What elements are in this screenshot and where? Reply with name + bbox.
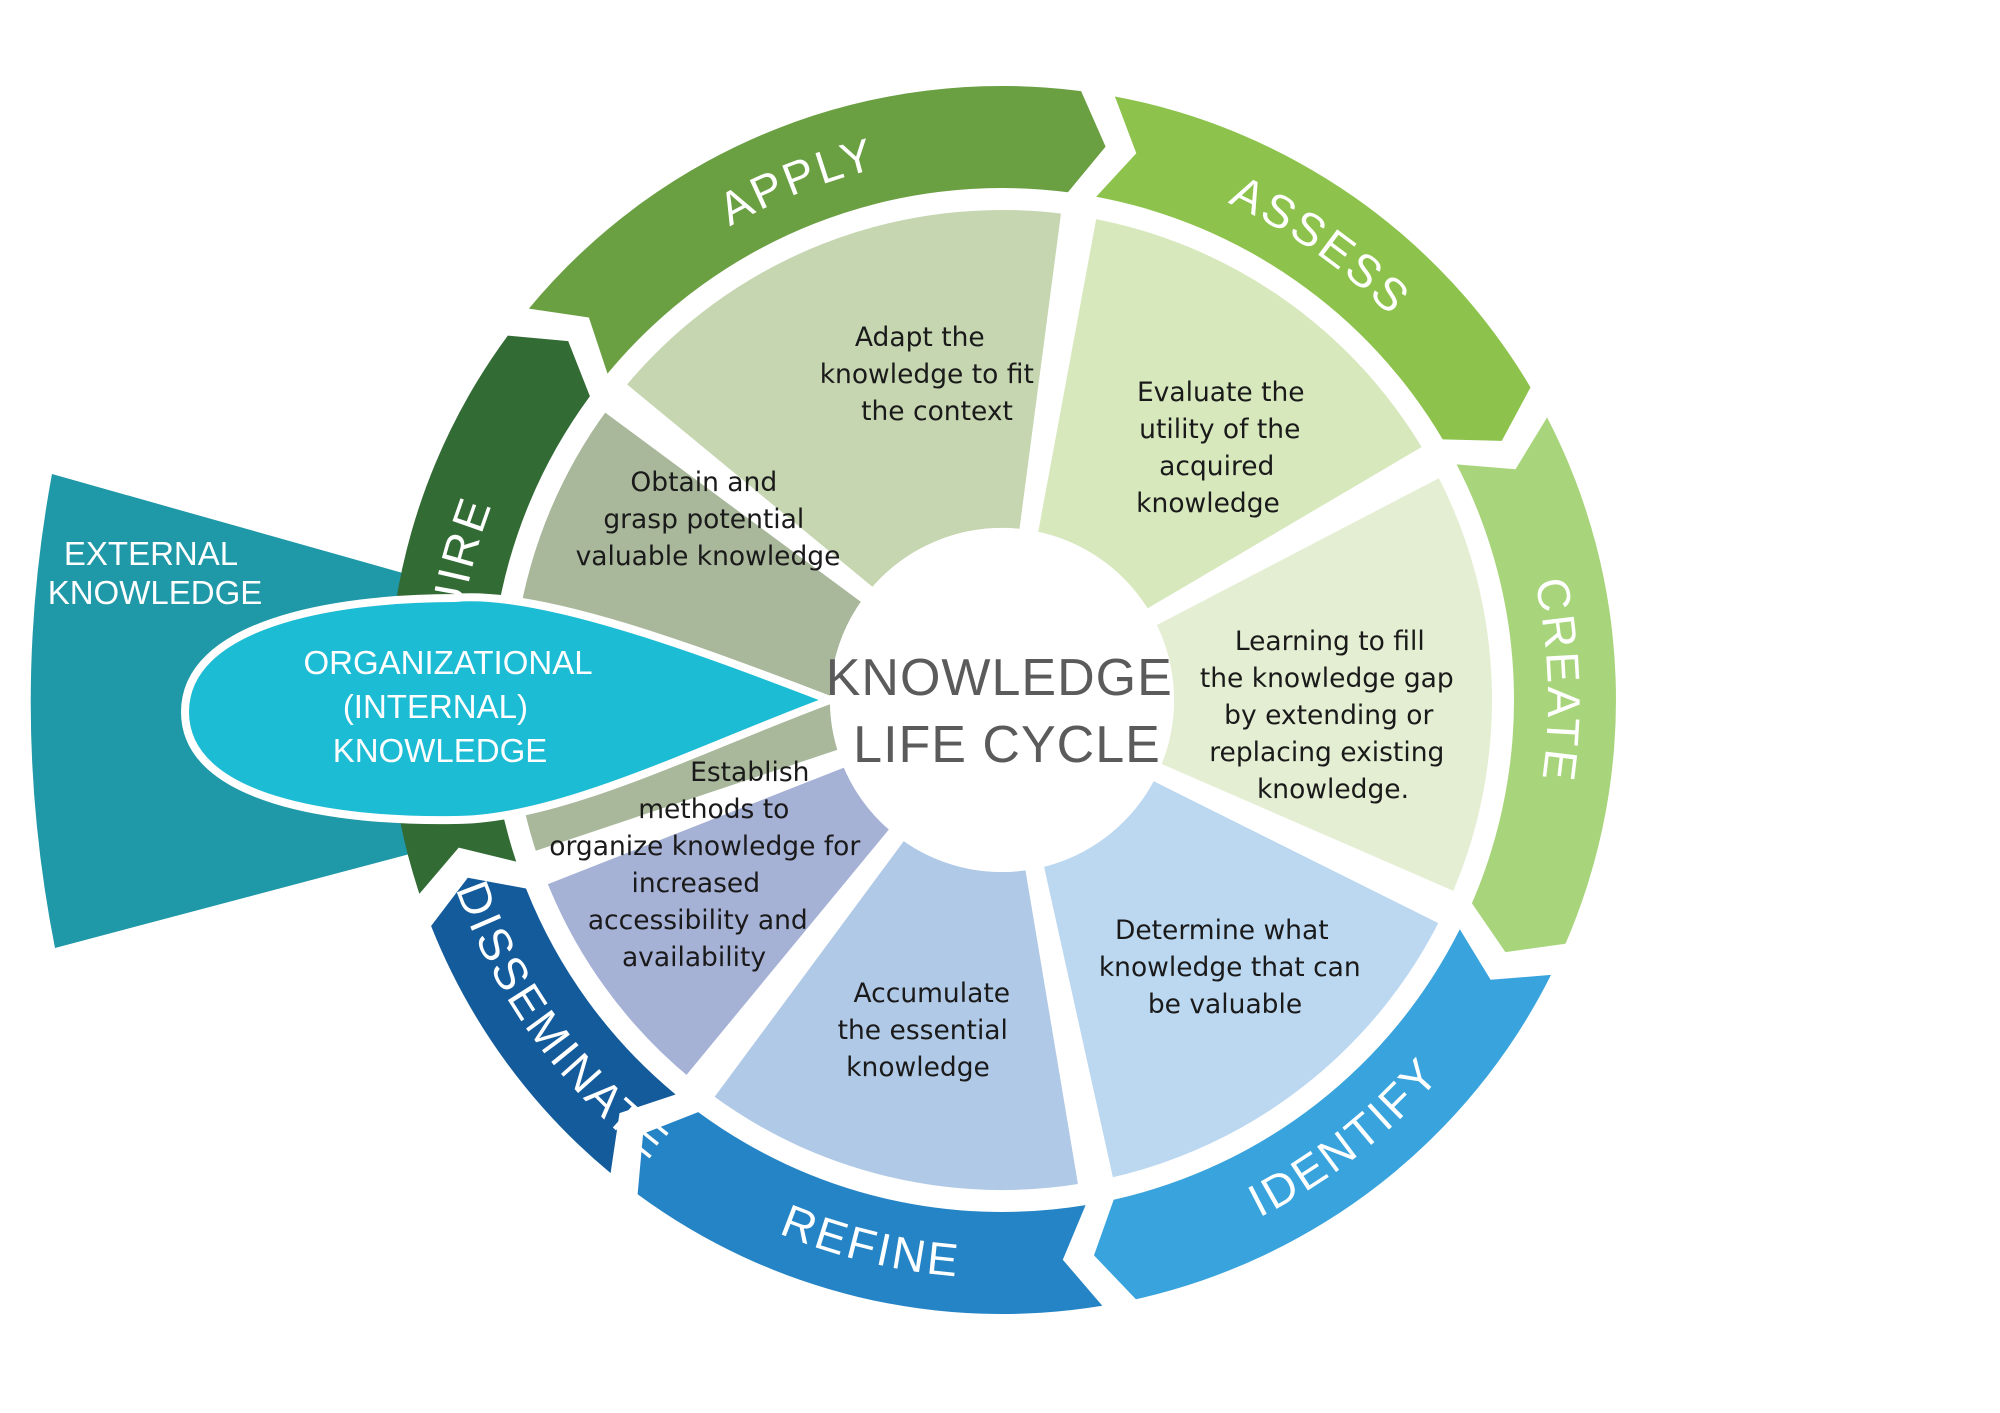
stage-band-refine [637, 1112, 1103, 1315]
stage-desc-refine: Accumulate the essential knowledge [838, 978, 1019, 1083]
internal-knowledge-label: ORGANIZATIONAL (INTERNAL) KNOWLEDGE [303, 644, 600, 769]
stage-band-disseminate [431, 877, 676, 1174]
stage-desc-identify: Determine what knowledge that can be val… [1099, 915, 1369, 1020]
stage-band-assess [1096, 96, 1531, 441]
inner-wedges [502, 200, 1502, 1200]
stage-band-create [1456, 417, 1616, 953]
stage-band-identify [1094, 929, 1551, 1300]
stage-band-apply [528, 85, 1106, 374]
stage-desc-create: Learning to fill the knowledge gap by ex… [1200, 626, 1462, 805]
center-title: KNOWLEDGE LIFE CYCLE [826, 649, 1189, 774]
stage-desc-acquire: Obtain and grasp potential valuable know… [576, 467, 841, 572]
stage-desc-apply: Adapt the knowledge to fit the context [820, 322, 1043, 427]
external-knowledge-label: EXTERNAL KNOWLEDGE [48, 535, 263, 611]
center-circle [830, 528, 1174, 872]
outer-ring [388, 85, 1616, 1315]
internal-knowledge-lens [180, 593, 842, 825]
stage-desc-disseminate: Establish methods to organize knowledge … [549, 757, 868, 973]
stage-desc-assess: Evaluate the utility of the acquired kno… [1136, 377, 1313, 519]
